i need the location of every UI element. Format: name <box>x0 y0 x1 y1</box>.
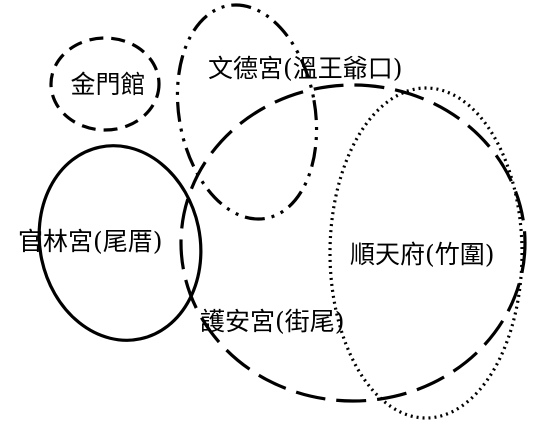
shuntianfu-label: 順天府(竹圍) <box>350 240 495 269</box>
jinmenguan-region-ellipse <box>49 36 161 132</box>
huangong-label: 護安宮(街尾) <box>200 307 345 336</box>
guanlingong-region-ellipse <box>37 144 203 342</box>
wendegong-label: 文德宮(溫王爺口) <box>208 54 403 83</box>
wendegong-region-ellipse <box>175 3 319 221</box>
shuntianfu-region-ellipse <box>328 86 524 420</box>
huangong-region-ellipse <box>179 83 527 403</box>
guanlingong-label: 官林宮(尾厝) <box>18 227 163 256</box>
jinmenguan-label: 金門館 <box>70 70 145 99</box>
